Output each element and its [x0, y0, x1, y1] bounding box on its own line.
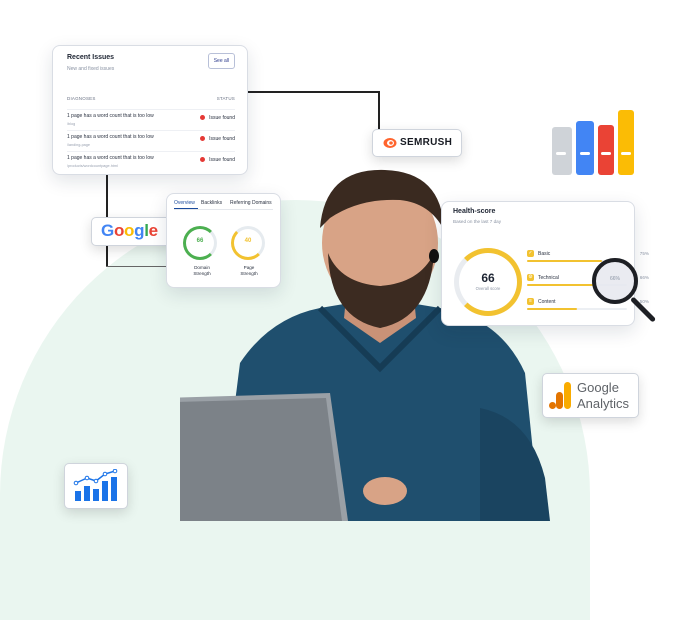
issue-text: 1 page has a word count that is too low	[67, 134, 154, 140]
gear-icon: ⚙	[527, 274, 534, 281]
health-score-subtitle: Based on the last 7 day	[453, 219, 502, 224]
semrush-logo-text: SEMRUSH	[400, 137, 453, 148]
issue-url: /blog	[67, 122, 76, 126]
analytics-bars-icon	[549, 382, 571, 409]
issue-url: /landing-page	[67, 143, 91, 147]
semrush-flame-icon	[383, 138, 397, 148]
error-dot-icon	[200, 136, 206, 142]
google-analytics-badge: Google Analytics	[542, 373, 639, 418]
progress-fill	[527, 284, 593, 286]
analytics-logo-analytics: Analytics	[577, 396, 630, 411]
google-badge: Google	[91, 217, 177, 246]
analytics-logo-google: Google	[577, 380, 619, 395]
health-item-basic: ✓ Basic 75%	[527, 250, 649, 266]
error-dot-icon	[200, 157, 206, 163]
semrush-badge: SEMRUSH	[372, 129, 462, 157]
issue-status: Issue found	[200, 136, 235, 142]
recent-issues-subtitle: New and fixed issues	[67, 66, 115, 72]
domain-strength-gauge: 66	[183, 226, 217, 260]
tab-backlinks[interactable]: Backlinks	[201, 200, 223, 206]
issue-row[interactable]: 1 page has a word count that is too low …	[67, 151, 235, 172]
google-ads-bars-icon	[552, 110, 634, 175]
overall-score-label: Overall score	[475, 286, 501, 291]
connector-line	[245, 91, 380, 93]
issue-status: Issue found	[200, 115, 235, 121]
see-all-button[interactable]: See all	[207, 53, 235, 69]
issue-url: /products/wordcountpage.html	[67, 164, 118, 168]
error-dot-icon	[200, 115, 206, 121]
person-illustration	[180, 169, 550, 521]
check-icon: ✓	[527, 250, 534, 257]
bar-chart-icon	[73, 469, 118, 501]
connector-line	[106, 266, 168, 267]
magnifier-icon: 66%	[592, 258, 638, 304]
magnifier-text: 66%	[609, 276, 620, 282]
tab-divider	[174, 209, 273, 210]
google-logo-text: Google	[101, 221, 158, 240]
progress-fill	[527, 260, 602, 262]
tab-overview[interactable]: Overview	[174, 200, 195, 206]
health-score-title: Health-score	[453, 208, 496, 215]
issue-status: Issue found	[200, 157, 235, 163]
issue-text: 1 page has a word count that is too low	[67, 113, 154, 119]
status-column-header: STATUS	[216, 96, 235, 101]
page-strength-value: 40	[244, 238, 252, 244]
connector-line	[378, 91, 380, 129]
tab-underline	[174, 208, 198, 209]
recent-issues-title: Recent Issues	[67, 54, 115, 61]
health-item-content: ≡ Content 50%	[527, 298, 649, 314]
page-strength-gauge: 40	[231, 226, 265, 260]
issue-row[interactable]: 1 page has a word count that is too low …	[67, 130, 235, 151]
issue-text: 1 page has a word count that is too low	[67, 155, 154, 161]
domain-strength-value: 66	[196, 238, 204, 244]
health-item-technical: ⚙ Technical 66%	[527, 274, 649, 290]
diagnoses-column-header: DIAGNOSES	[67, 96, 96, 101]
issue-row[interactable]: 1 page has a word count that is too low …	[67, 109, 235, 130]
progress-fill	[527, 308, 577, 310]
overall-score-gauge: 66 Overall score	[454, 248, 522, 316]
tab-referring-domains[interactable]: Referring Domains	[230, 200, 272, 206]
backlinks-card: Overview Backlinks Referring Domains 66 …	[166, 193, 281, 288]
chart-icon-card	[64, 463, 128, 509]
recent-issues-card: Recent Issues New and fixed issues See a…	[52, 45, 248, 175]
document-icon: ≡	[527, 298, 534, 305]
connector-line	[106, 244, 108, 266]
overall-score-value: 66	[481, 271, 495, 285]
connector-line	[106, 173, 108, 218]
